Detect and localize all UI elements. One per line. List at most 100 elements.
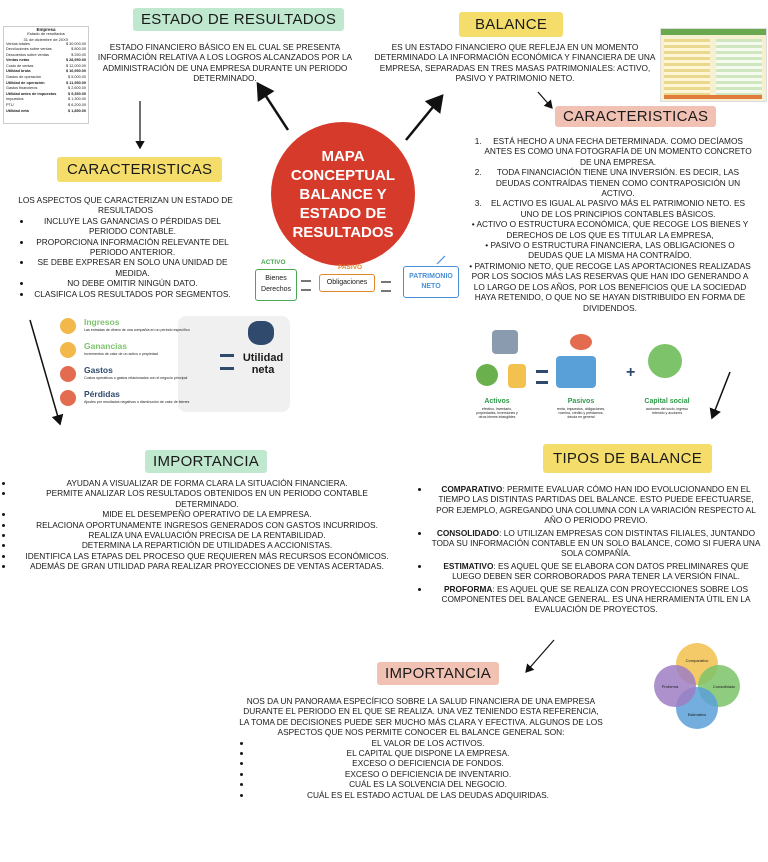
er-importance-block: AYUDAN A VISUALIZAR DE FORMA CLARA LA SI… bbox=[0, 478, 400, 572]
mini-statement-label: Utilidad bruta bbox=[6, 69, 31, 74]
balance-importance-item: EL VALOR DE LOS ACTIVOS. bbox=[252, 738, 604, 748]
illustration-item-desc: Incrementos de valor de un activo o prop… bbox=[84, 352, 158, 356]
er-importance-title: IMPORTANCIA bbox=[145, 450, 268, 473]
mini-statement-label: Utilidad de operación bbox=[6, 80, 45, 85]
mini-statement-value: $ 12,000.00 bbox=[65, 63, 86, 68]
er-importance-item: AYUDAN A VISUALIZAR DE FORMA CLARA LA SI… bbox=[14, 478, 400, 488]
mini-statement-row: Gastos de operación $ 5,000.00 bbox=[4, 75, 88, 81]
pasivo-box: Obligaciones bbox=[319, 274, 375, 292]
er-characteristic-item: SE DEBE EXPRESAR EN SOLO UNA UNIDAD DE M… bbox=[32, 257, 233, 278]
activos-label: Activos bbox=[484, 398, 510, 405]
activo-item: Bienes bbox=[265, 275, 287, 282]
hand-money-icon bbox=[570, 334, 592, 350]
balance-importance-item: EXCESO O DEFICIENCIA DE FONDOS. bbox=[252, 758, 604, 768]
balance-types-venn: Comparativo Consolidado Estimativo Profo… bbox=[648, 638, 748, 738]
mini-statement-label: Costo de ventas bbox=[6, 63, 34, 68]
er-importance-item: IDENTIFICA LAS ETAPAS DEL PROCESO QUE RE… bbox=[14, 551, 400, 561]
balance-characteristic-numbered-item: TODA FINANCIACIÓN TIENE UNA INVERSIÓN. E… bbox=[484, 167, 752, 198]
pasivos-desc: renta, impuestos, obligaciones, nómina, … bbox=[556, 407, 606, 419]
balance-type-name: COMPARATIVO bbox=[441, 484, 503, 494]
mini-statement-row: Devoluciones sobre ventas$ 800.00 bbox=[4, 47, 88, 53]
er-importance-item: DETERMINA LA REPARTICIÓN DE UTILIDADES A… bbox=[14, 540, 400, 550]
mini-statement-value: $ 1,850.00 bbox=[68, 108, 86, 113]
center-concept-circle: MAPA CONCEPTUAL BALANCE Y ESTADO DE RESU… bbox=[271, 122, 415, 266]
er-characteristics-title: CARACTERISTICAS bbox=[57, 157, 223, 182]
balance-equation-illustration: + Activos efectivo, inventario, propieda… bbox=[472, 326, 702, 422]
balance-type-desc: : ES AQUEL QUE SE REALIZA CON PROYECCION… bbox=[441, 583, 751, 615]
activos-desc: efectivo, inventario, propiedades, inver… bbox=[476, 407, 518, 419]
mini-statement-row: PTU$ 6,200.00 bbox=[4, 103, 88, 109]
venn-label-estimativo: Estimativo bbox=[687, 712, 707, 717]
mini-statement-label: Utilidad antes de impuestos bbox=[6, 91, 57, 96]
er-importance-item: PERMITE ANALIZAR LOS RESULTADOS OBTENIDO… bbox=[14, 488, 400, 509]
illustration-item-desc: Costos operativos o gastos relacionados … bbox=[84, 376, 188, 380]
balance-description: ES UN ESTADO FINANCIERO QUE REFLEJA EN U… bbox=[374, 42, 656, 84]
balance-characteristics-numbered: ESTÁ HECHO A UNA FECHA DETERMINADA. COMO… bbox=[468, 136, 752, 219]
arrow-to-er-importance bbox=[29, 319, 64, 426]
tax-documents-icon bbox=[556, 356, 596, 388]
er-importance-item: MIDE EL DESEMPEÑO OPERATIVO DE LA EMPRES… bbox=[14, 509, 400, 519]
er-characteristics-block: LOS ASPECTOS QUE CARACTERIZAN UN ESTADO … bbox=[18, 195, 233, 299]
mini-statement-label: Devoluciones sobre ventas bbox=[6, 47, 52, 52]
mini-statement-label: PTU bbox=[6, 103, 14, 108]
mini-statement-row: Gastos financieros$ 2,600.00 bbox=[4, 86, 88, 92]
illustration-item-label: Ganancias bbox=[84, 341, 127, 351]
balance-importance-block: NOS DA UN PANORAMA ESPECÍFICO SOBRE LA S… bbox=[238, 696, 604, 800]
mini-statement-label: Ventas totales bbox=[6, 41, 30, 46]
balance-importance-item: EL CAPITAL QUE DISPONE LA EMPRESA. bbox=[252, 748, 604, 758]
center-concept-text: MAPA CONCEPTUAL BALANCE Y ESTADO DE RESU… bbox=[290, 147, 396, 241]
mini-statement-row: Costo de ventas $ 12,000.00 bbox=[4, 64, 88, 70]
activo-item: Derechos bbox=[261, 286, 291, 293]
illustration-item-desc: Las entradas de dinero de una compañía e… bbox=[84, 328, 190, 332]
mini-statement-row: Utilidad neta$ 1,850.00 bbox=[4, 109, 88, 115]
er-importance-item: REALIZA UNA EVALUACIÓN PRECISA DE LA REN… bbox=[14, 530, 400, 540]
mini-statement-subtitle: Estado de resultados bbox=[27, 31, 65, 36]
balance-type-name: CONSOLIDADO bbox=[436, 527, 500, 538]
balance-importance-title: IMPORTANCIA bbox=[377, 662, 500, 685]
er-characteristic-item: CLASIFICA LOS RESULTADOS POR SEGMENTOS. bbox=[32, 289, 233, 299]
mini-statement-label: Ventas netas bbox=[6, 58, 30, 63]
mini-statement-row: Impuestos$ 1,300.00 bbox=[4, 97, 88, 103]
balance-characteristic-numbered-item: EL ACTIVO ES IGUAL AL PASIVO MÁS EL PATR… bbox=[484, 198, 752, 219]
plus-sign bbox=[381, 281, 391, 292]
mini-statement-row: Ventas totales $ 30,000.00 bbox=[4, 42, 88, 48]
mini-statement-value: $ 5,000.00 bbox=[68, 75, 86, 80]
balance-sheet-thumbnail bbox=[660, 28, 767, 102]
mini-statement-row: Utilidad bruta$ 16,950.00 bbox=[4, 69, 88, 75]
venn-circle-proforma bbox=[654, 665, 696, 707]
mini-income-statement: Empresa Estado de resultados 31 de dicie… bbox=[3, 26, 89, 124]
mini-statement-row: Utilidad de operación$ 11,950.00 bbox=[4, 81, 88, 87]
balance-characteristic-bullet-item: • PASIVO O ESTRUCTURA FINANCIERA, LAS OB… bbox=[485, 240, 735, 261]
illustration-item-label: Pérdidas bbox=[84, 389, 120, 399]
balance-type-desc: : LO UTILIZAN EMPRESAS CON DISTINTAS FIL… bbox=[431, 527, 761, 559]
mini-statement-value: $ 250.00 bbox=[71, 52, 86, 57]
equals-sign-big bbox=[220, 354, 234, 370]
balance-type-item: COMPARATIVO: PERMITE EVALUAR CÓMO HAN ID… bbox=[430, 484, 762, 526]
mini-statement-row: Ventas netas$ 28,950.00 bbox=[4, 58, 88, 64]
mini-statement-value: $ 30,000.00 bbox=[65, 41, 86, 46]
mini-statement-label: Gastos de operación bbox=[6, 75, 42, 80]
balance-importance-item: CUÁL ES EL ESTADO ACTUAL DE LAS DEUDAS A… bbox=[252, 790, 604, 800]
balance-type-item: CONSOLIDADO: LO UTILIZAN EMPRESAS CON DI… bbox=[430, 528, 762, 559]
venn-label-comparativo: Comparativo bbox=[685, 658, 709, 663]
balance-importance-item: EXCESO O DEFICIENCIA DE INVENTARIO. bbox=[252, 769, 604, 779]
balance-type-name: ESTIMATIVO bbox=[443, 560, 494, 571]
equals-sign bbox=[301, 280, 311, 291]
balance-type-desc: : PERMITE EVALUAR CÓMO HAN IDO EVOLUCION… bbox=[436, 484, 756, 526]
er-characteristics-intro: LOS ASPECTOS QUE CARACTERIZAN UN ESTADO … bbox=[18, 195, 233, 216]
er-characteristic-item: INCLUYE LAS GANANCIAS O PÉRDIDAS DEL PER… bbox=[32, 216, 233, 237]
balance-importance-item: CUÁL ES LA SOLVENCIA DEL NEGOCIO. bbox=[252, 779, 604, 789]
building-icon bbox=[492, 330, 518, 354]
balance-types-block: COMPARATIVO: PERMITE EVALUAR CÓMO HAN ID… bbox=[416, 484, 762, 617]
mini-statement-value: $ 2,600.00 bbox=[68, 86, 86, 91]
pasivos-label: Pasivos bbox=[567, 398, 595, 405]
venn-label-consolidado: Consolidado bbox=[712, 684, 736, 689]
pasivo-item: Obligaciones bbox=[326, 279, 368, 286]
